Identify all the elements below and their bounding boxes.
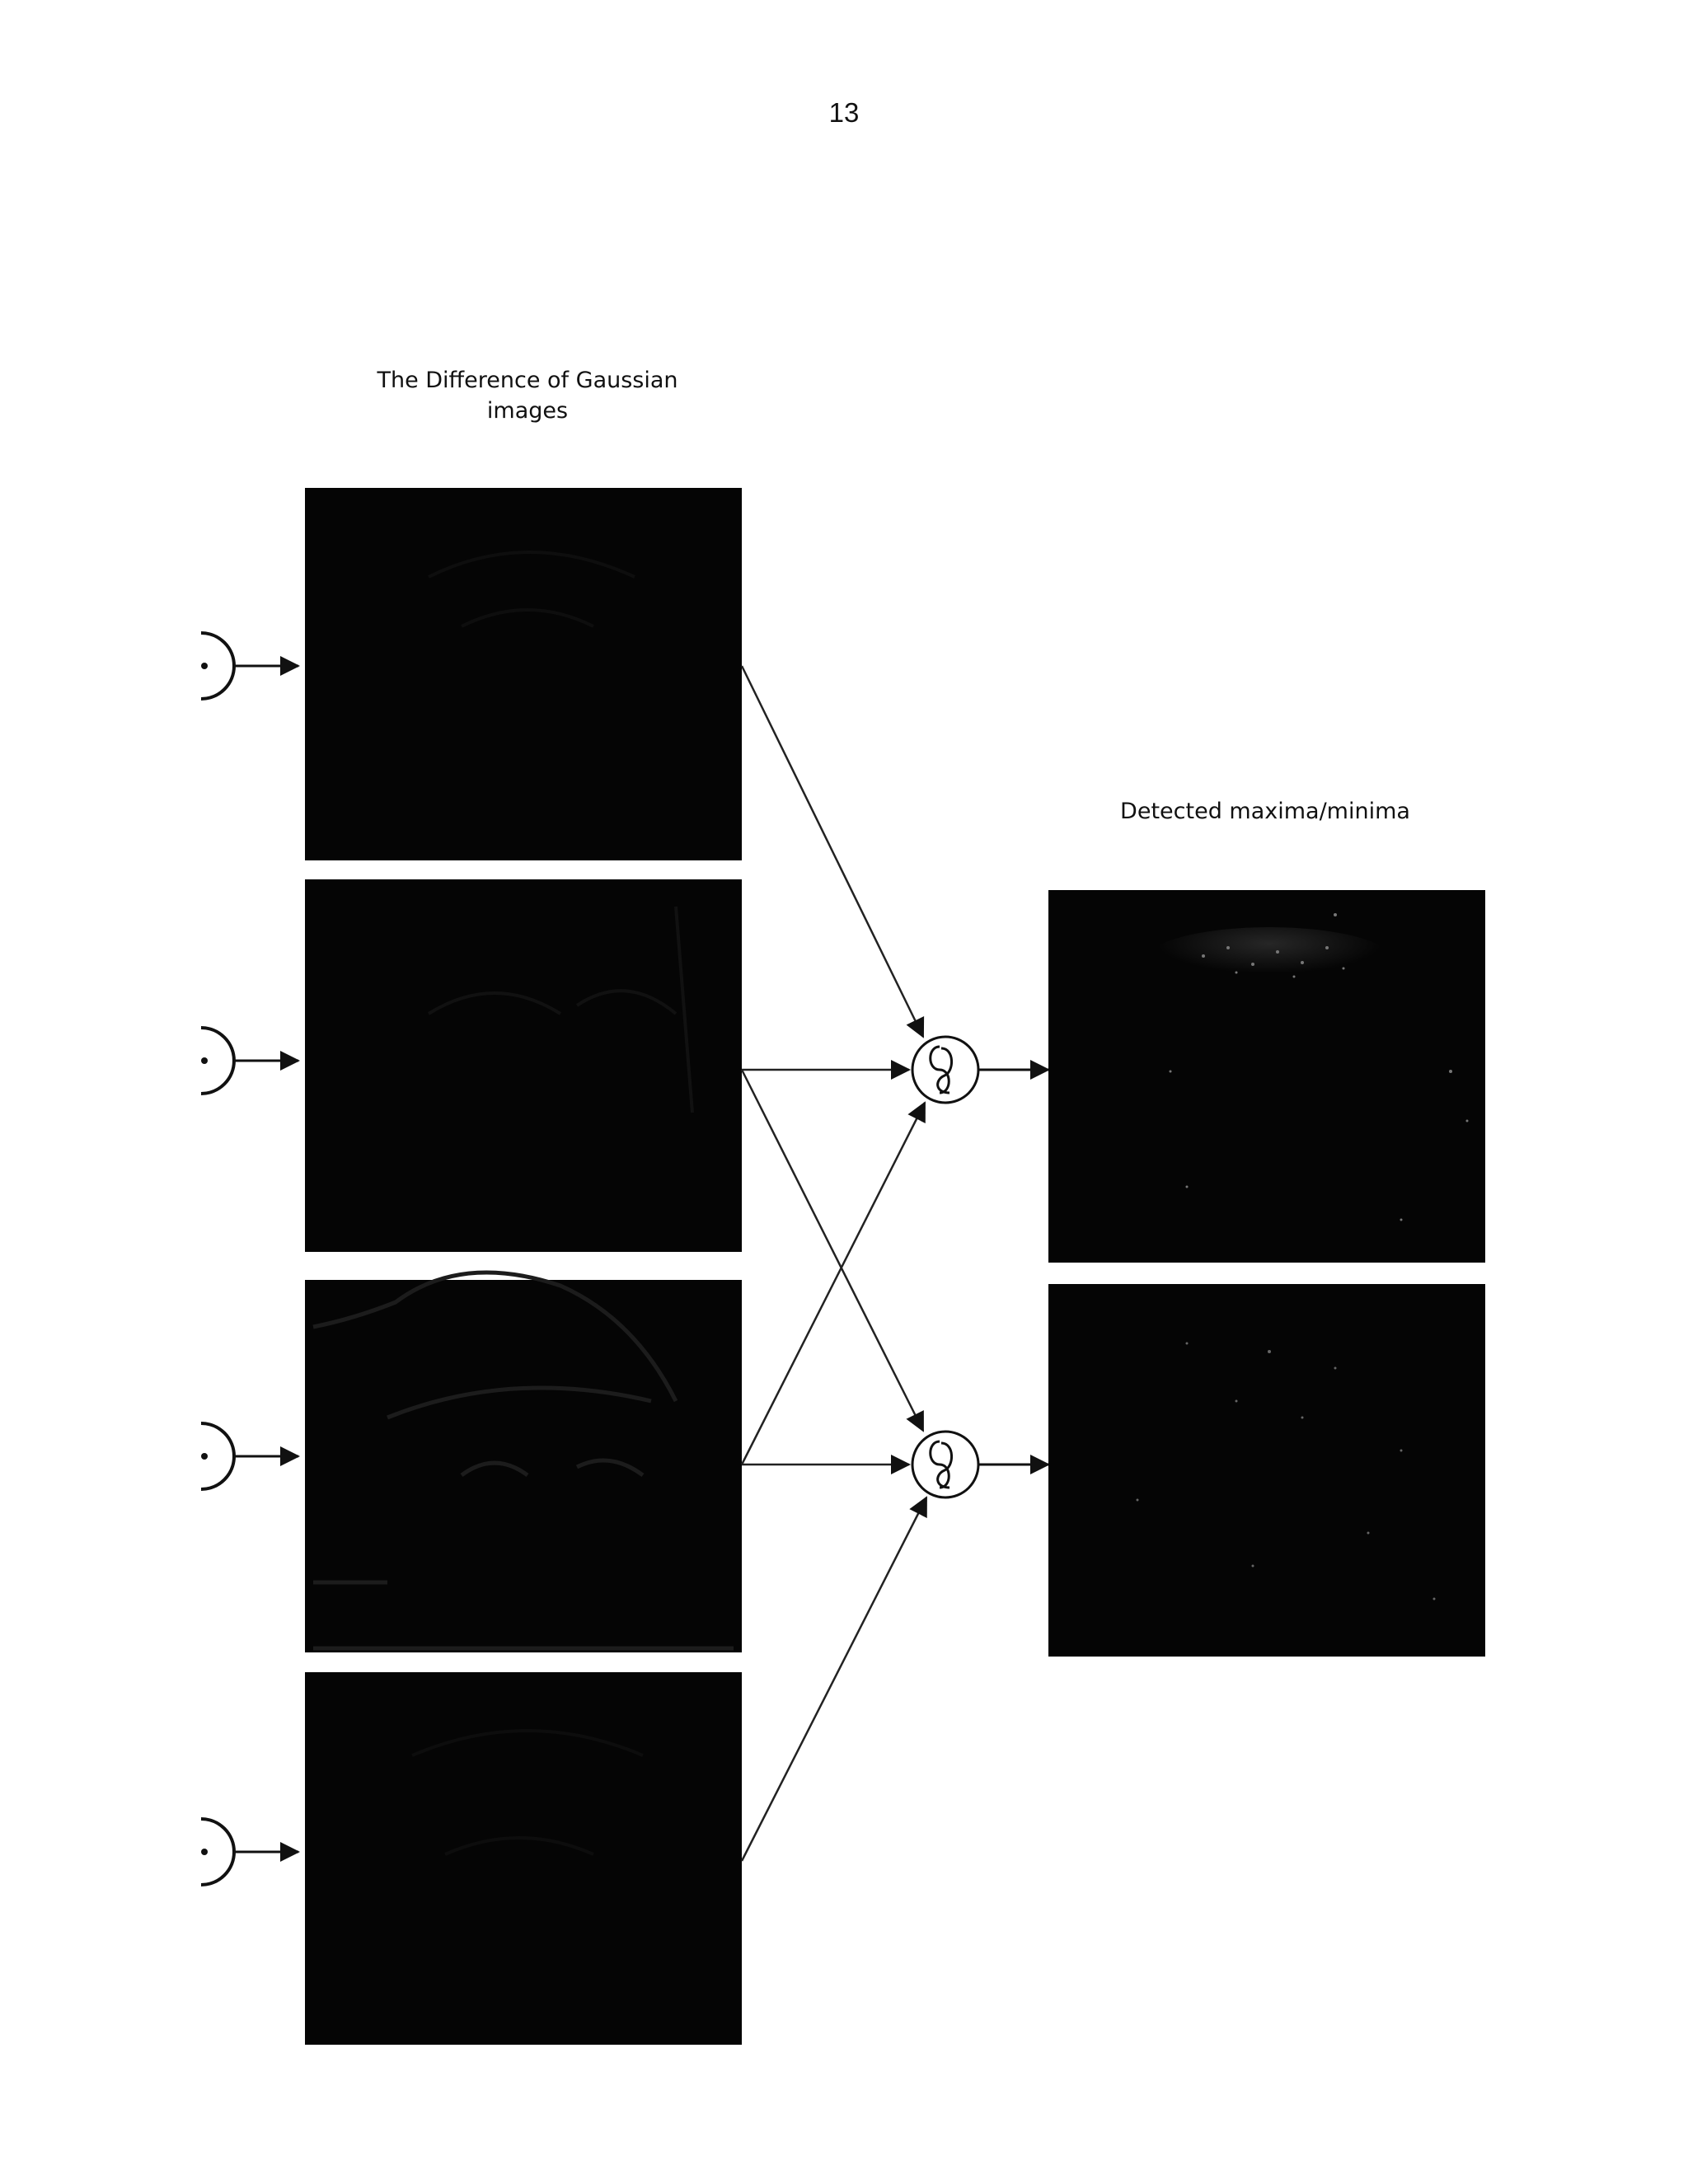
dog-title-line-1: The Difference of Gaussian	[377, 368, 678, 393]
dog-title-line-2: images	[486, 398, 569, 424]
connection-lines	[740, 665, 928, 1862]
sine-wave-icon	[929, 1045, 950, 1094]
sine-wave-icon	[936, 1441, 953, 1489]
detected-extrema-image-1	[1048, 890, 1485, 1263]
source-symbol-3	[200, 1422, 300, 1491]
dog-image-2	[305, 879, 742, 1252]
detected-extrema-image-2	[1048, 1284, 1485, 1657]
source-symbol-4	[200, 1817, 300, 1886]
dog-image-1	[305, 488, 742, 860]
source-symbol-1	[200, 631, 300, 701]
dog-image-4	[305, 1672, 742, 2045]
detected-extrema-title: Detected maxima/minima	[1120, 799, 1410, 824]
dog-image-3	[305, 1270, 742, 1652]
comparator-node-1	[911, 1035, 1050, 1104]
source-symbol-2	[200, 1026, 300, 1095]
comparator-node-2	[911, 1430, 1050, 1499]
dog-images-title: The Difference of Gaussian images	[354, 365, 701, 426]
page-number: 13	[828, 97, 860, 128]
